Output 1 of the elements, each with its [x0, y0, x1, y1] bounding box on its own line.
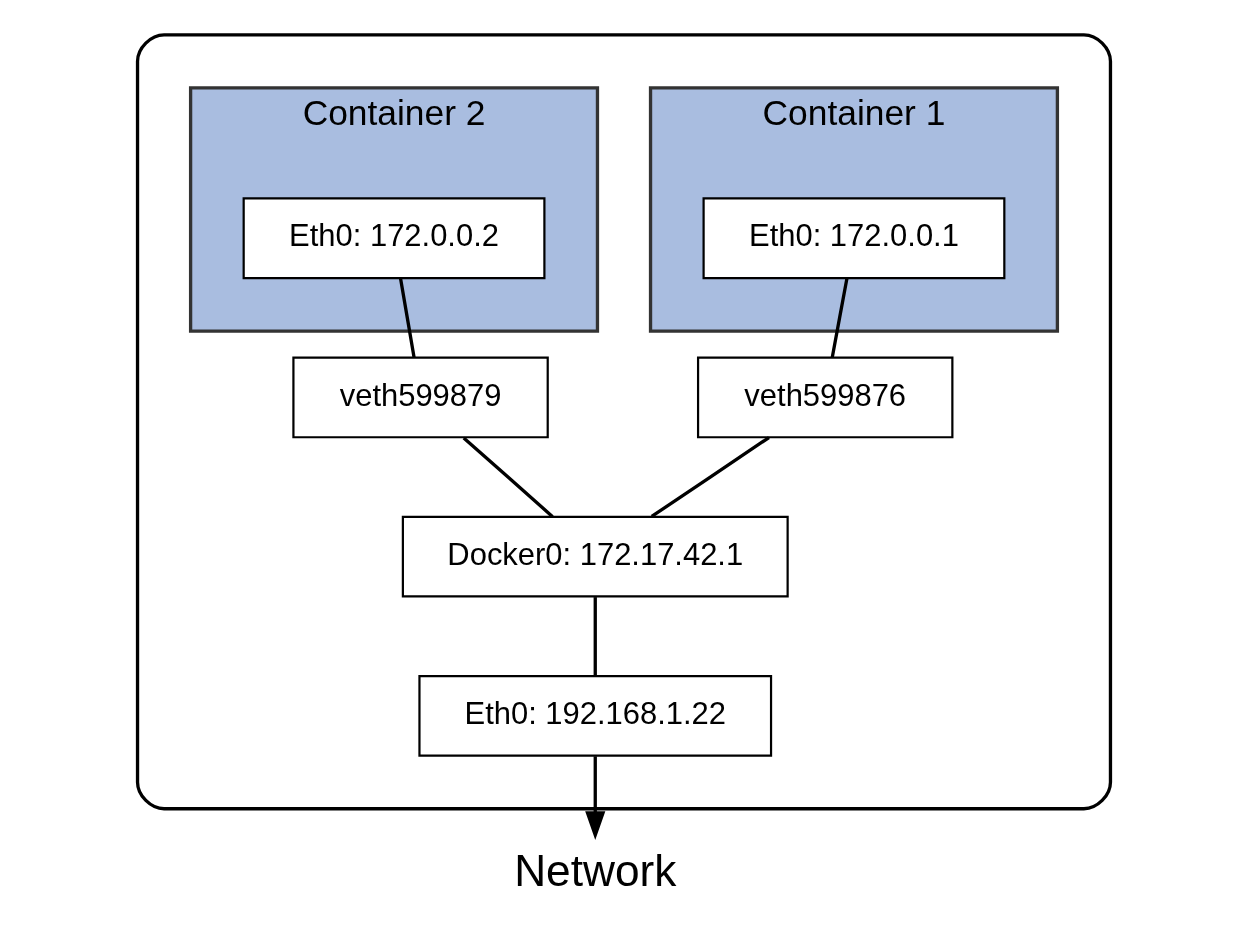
node-text: Network [514, 846, 677, 896]
